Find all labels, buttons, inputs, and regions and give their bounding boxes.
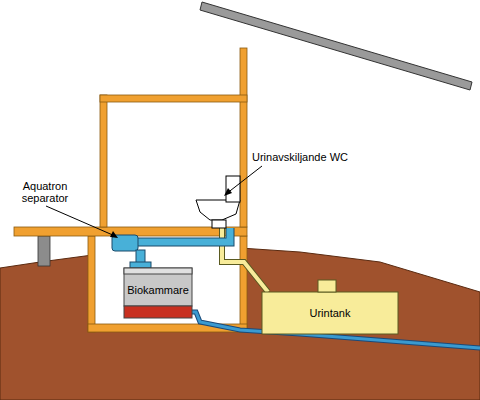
component-label: Biokammare — [127, 284, 189, 296]
support-post — [38, 236, 50, 266]
foundation-wall — [240, 236, 247, 332]
toilet-foot — [212, 220, 226, 228]
component-label: Urintank — [310, 307, 351, 319]
component-box: Biokammare — [124, 274, 192, 306]
wall-stud — [100, 95, 107, 227]
leader-line — [46, 206, 115, 236]
wall-stud — [240, 48, 247, 227]
part-label: Urinavskiljande WC — [252, 151, 362, 163]
foundation-wall — [88, 236, 95, 332]
leader-arrowhead — [224, 188, 232, 196]
leader-arrowhead — [110, 231, 118, 238]
chamber-body — [124, 268, 192, 306]
part-label: Aquatron separator — [10, 180, 80, 204]
chamber-base — [124, 306, 192, 318]
toilet-bowl — [196, 200, 240, 220]
component-box: Urintank — [262, 292, 398, 334]
separator-flange — [130, 262, 151, 268]
top-beam — [100, 95, 247, 102]
tank-hatch — [318, 280, 336, 292]
leader-line — [226, 166, 262, 194]
tank-body — [262, 292, 398, 334]
chamber-lid — [124, 268, 192, 274]
